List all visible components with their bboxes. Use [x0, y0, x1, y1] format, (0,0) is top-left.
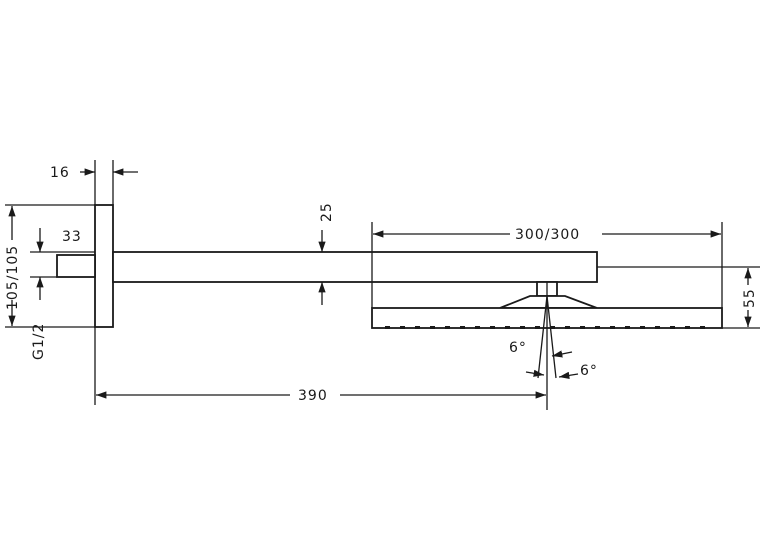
nozzle — [655, 326, 660, 329]
nozzle — [625, 326, 630, 329]
label-300-300: 300/300 — [515, 227, 580, 243]
nozzle — [580, 326, 585, 329]
nozzle — [595, 326, 600, 329]
label-thread: G1/2 — [31, 323, 47, 360]
dim-wall-plate-depth: 16 — [50, 160, 138, 205]
tilt-lines: 6° 6° — [509, 282, 598, 410]
label-105-105: 105/105 — [5, 245, 21, 310]
nozzle-row — [385, 326, 705, 329]
nozzle — [610, 326, 615, 329]
wall-plate — [94, 204, 114, 328]
dim-head-height: 55 — [597, 266, 760, 329]
shower-arm — [112, 251, 598, 283]
nozzle — [535, 326, 540, 329]
nozzle — [415, 326, 420, 329]
label-55: 55 — [742, 288, 758, 308]
nozzle — [490, 326, 495, 329]
nozzle — [430, 326, 435, 329]
nozzle — [505, 326, 510, 329]
dim-plate-size: 105/105 — [5, 204, 95, 328]
label-25: 25 — [319, 202, 335, 222]
label-16: 16 — [50, 165, 70, 181]
nozzle — [700, 326, 705, 329]
label-33: 33 — [62, 229, 82, 245]
nozzle — [685, 326, 690, 329]
label-tilt-right: 6° — [580, 363, 598, 379]
nozzle — [670, 326, 675, 329]
nozzle — [565, 326, 570, 329]
label-tilt-left: 6° — [509, 340, 527, 356]
dim-arm-thickness: 25 — [318, 202, 335, 305]
label-390: 390 — [298, 388, 328, 404]
nozzle — [550, 326, 555, 329]
nozzle — [640, 326, 645, 329]
nozzle — [460, 326, 465, 329]
dim-arm-length: 390 — [94, 327, 546, 405]
nozzle — [475, 326, 480, 329]
dim-head-size: 300/300 — [371, 222, 723, 308]
nozzle — [445, 326, 450, 329]
nozzle — [400, 326, 405, 329]
dim-outlet-height: 33 — [30, 228, 95, 300]
inlet-stub — [56, 254, 96, 278]
nozzle — [520, 326, 525, 329]
nozzle — [385, 326, 390, 329]
